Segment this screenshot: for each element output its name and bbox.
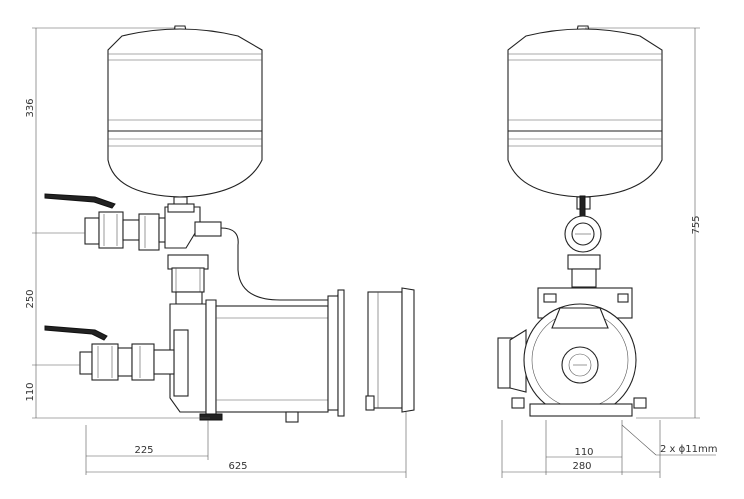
dimension-holes-note: 2 x ϕ11mm: [660, 444, 717, 455]
front-valve: [564, 195, 602, 288]
dimension-width-inlet: 225: [134, 445, 153, 456]
dimension-lines-left: [32, 27, 407, 478]
motor-end-cover: [365, 287, 415, 413]
dimension-height-mid: 250: [25, 289, 36, 308]
sensor-cable: [220, 227, 339, 301]
dimension-width-total-front: 280: [572, 461, 591, 472]
dimension-height-bottom: 110: [25, 382, 36, 401]
pump-riser: [167, 254, 209, 305]
upper-ball-valve: [44, 193, 222, 251]
pressure-tank-front: [507, 25, 663, 210]
dimension-width-holes: 110: [574, 447, 593, 458]
pump-front: [497, 287, 647, 417]
pressure-tank-side: [107, 25, 263, 206]
front-view: [497, 25, 716, 478]
dimension-height-total: 755: [691, 215, 702, 234]
dimension-width-total-side: 625: [228, 461, 247, 472]
dimension-lines-front: [501, 27, 716, 478]
pump-body-side: [169, 289, 345, 423]
side-view: [32, 25, 415, 478]
dimension-height-tank: 336: [25, 98, 36, 117]
lower-ball-valve: [44, 325, 175, 381]
